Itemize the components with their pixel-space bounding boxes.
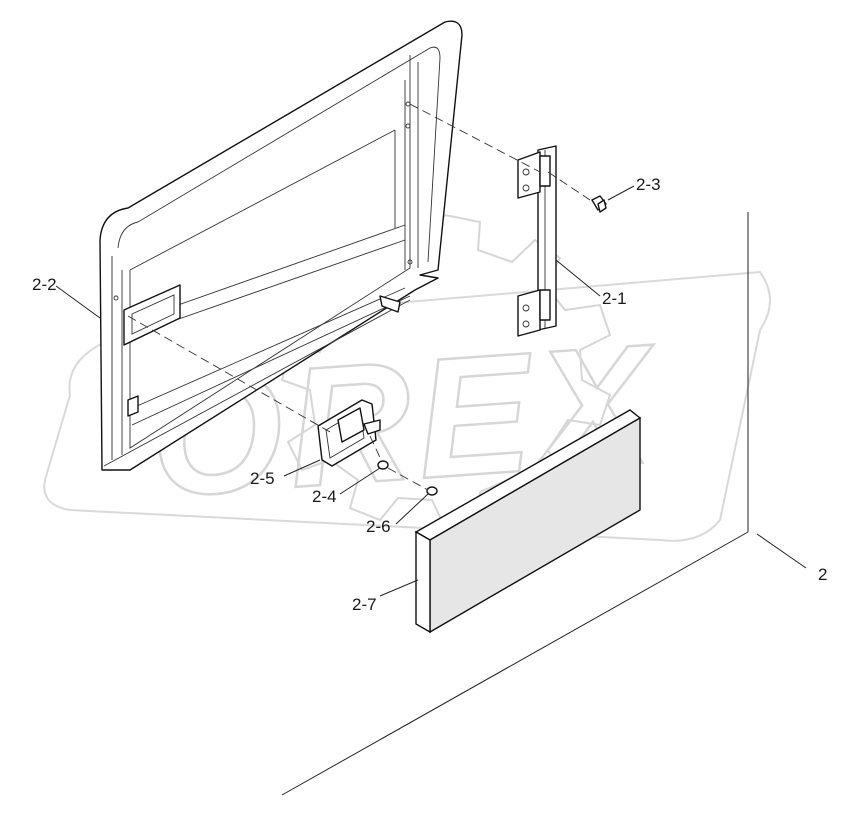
callout-2-4: 2-4 xyxy=(312,487,337,506)
leader-lines xyxy=(55,185,635,597)
bolt xyxy=(591,195,607,213)
washer xyxy=(377,460,389,470)
nut xyxy=(426,486,438,496)
callout-2-5: 2-5 xyxy=(250,469,275,488)
callout-2-3: 2-3 xyxy=(636,175,661,194)
callout-2-7: 2-7 xyxy=(352,595,377,614)
callout-2: 2 xyxy=(818,565,827,584)
latch-handle xyxy=(317,399,381,467)
assembly-bracket xyxy=(281,212,807,796)
callout-2-2: 2-2 xyxy=(32,275,57,294)
callout-2-6: 2-6 xyxy=(366,517,391,536)
hinge xyxy=(517,145,557,337)
assembly-lines xyxy=(127,103,591,491)
door-panel xyxy=(99,20,463,471)
pad-block xyxy=(414,409,642,634)
callout-2-1: 2-1 xyxy=(602,289,627,308)
